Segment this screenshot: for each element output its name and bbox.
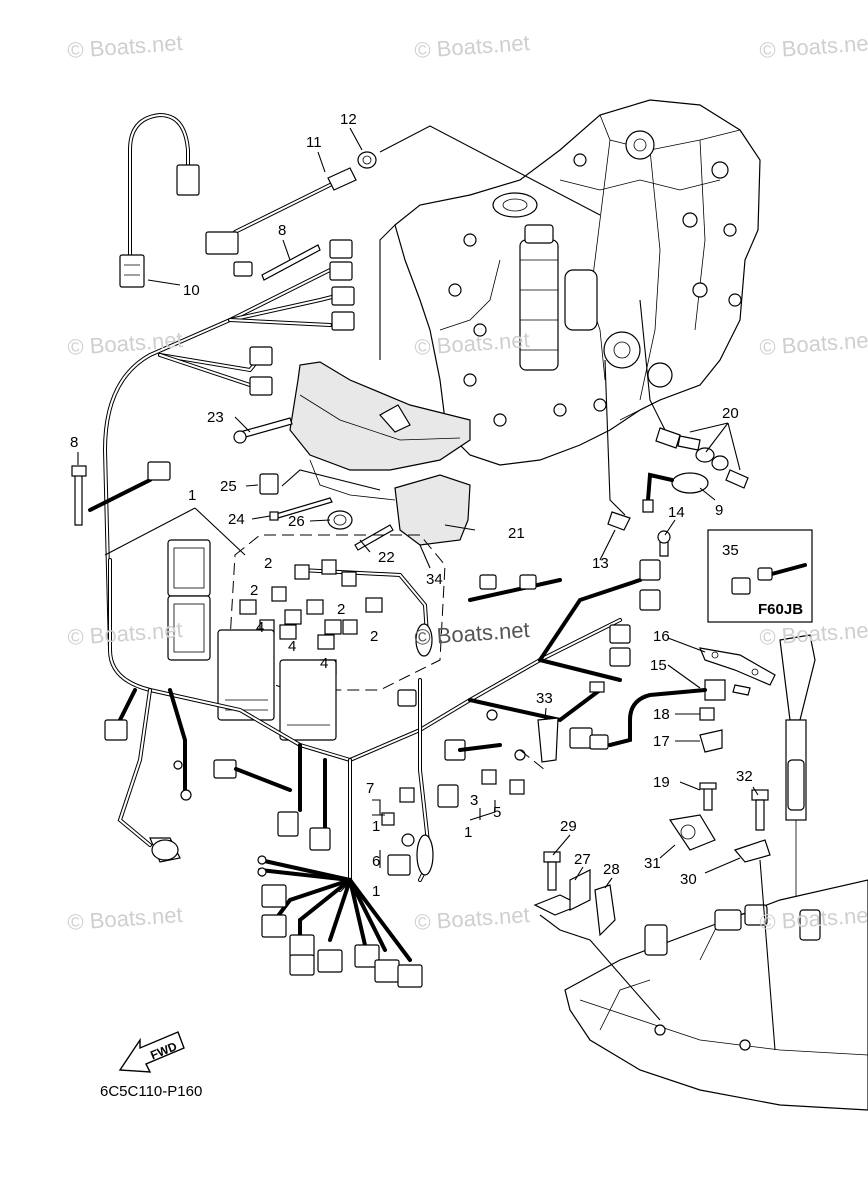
callout-2c: 2 [337, 601, 345, 618]
harness-upper-branch [102, 239, 355, 652]
callout-9: 9 [715, 502, 723, 519]
inset-callout: 35 [722, 542, 739, 559]
watermark: © Boats.net [67, 902, 184, 935]
bracket-assembly-16-19 [569, 647, 776, 811]
callout-22: 22 [378, 549, 395, 566]
callout-labels: 1 2 2 2 2 3 4 4 4 5 6 7 8 8 9 10 11 12 1… [70, 111, 753, 900]
callout-8a: 8 [278, 222, 286, 239]
electrical-boxes [167, 539, 337, 741]
callout-16: 16 [653, 628, 670, 645]
callout-3: 3 [470, 792, 478, 809]
callout-4a: 4 [256, 619, 264, 636]
engine-block [394, 99, 761, 466]
tube-assembly-right [779, 634, 816, 1060]
callout-17: 17 [653, 733, 670, 750]
watermark: © Boats.net [67, 617, 184, 650]
watermarks: © Boats.net © Boats.net © Boats.net © Bo… [67, 30, 868, 935]
callout-28: 28 [603, 861, 620, 878]
callout-27: 27 [574, 851, 591, 868]
callout-2d: 2 [370, 628, 378, 645]
watermark: © Boats.net [759, 327, 868, 360]
callout-4b: 4 [288, 638, 296, 655]
watermark: © Boats.net [67, 30, 184, 63]
callout-18: 18 [653, 706, 670, 723]
watermark: © Boats.net [759, 30, 868, 63]
callout-26: 26 [288, 513, 305, 530]
lower-cowling [539, 859, 868, 1111]
sensor-cable-assembly [119, 112, 200, 288]
callout-5: 5 [493, 804, 501, 821]
callout-2b: 2 [250, 582, 258, 599]
callout-31: 31 [644, 855, 661, 872]
watermark: © Boats.net [414, 617, 531, 650]
callout-leaders [77, 127, 759, 889]
inset-box: 35 F60JB [707, 529, 813, 623]
sensor-parts-9-20 [607, 427, 749, 557]
callout-33: 33 [536, 690, 553, 707]
diagram-code: 6C5C110-P160 [100, 1083, 202, 1100]
callout-34: 34 [426, 571, 443, 588]
callout-14: 14 [668, 504, 685, 521]
electrical-bracket-21 [289, 361, 471, 546]
callout-7: 7 [366, 780, 374, 797]
fwd-arrow: FWD [118, 1031, 185, 1073]
callout-6: 6 [372, 853, 380, 870]
callout-21: 21 [508, 525, 525, 542]
callout-24: 24 [228, 511, 245, 528]
callout-1c: 1 [464, 824, 472, 841]
callout-1: 1 [188, 487, 196, 504]
mount-hardware-27-32 [533, 789, 771, 937]
callout-25: 25 [220, 478, 237, 495]
callout-20: 20 [722, 405, 739, 422]
callout-29: 29 [560, 818, 577, 835]
watermark: © Boats.net [414, 902, 531, 935]
callout-19: 19 [653, 774, 670, 791]
inset-model-label: F60JB [758, 601, 803, 618]
callout-1d: 1 [372, 883, 380, 900]
callout-2a: 2 [264, 555, 272, 572]
callout-12: 12 [340, 111, 357, 128]
callout-32: 32 [736, 768, 753, 785]
callout-8b: 8 [70, 434, 78, 451]
callout-4c: 4 [320, 655, 328, 672]
lower-harness-branches [257, 855, 423, 988]
callout-1b: 1 [372, 818, 380, 835]
callout-10: 10 [183, 282, 200, 299]
watermark: © Boats.net [414, 30, 531, 63]
callout-30: 30 [680, 871, 697, 888]
callout-13: 13 [592, 555, 609, 572]
callout-23: 23 [207, 409, 224, 426]
callout-15: 15 [650, 657, 667, 674]
callout-11: 11 [306, 134, 322, 151]
sensor-part-11 [205, 151, 377, 255]
